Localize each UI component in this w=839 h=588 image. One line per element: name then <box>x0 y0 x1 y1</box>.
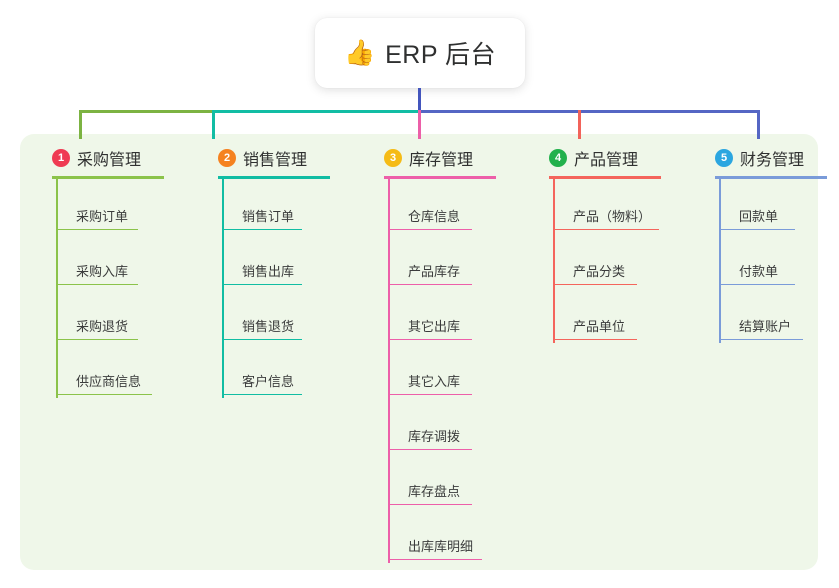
list-item-underline <box>388 283 472 285</box>
list-item-label: 产品库存 <box>408 264 461 279</box>
list-item-label: 其它出库 <box>408 319 461 334</box>
list-item-underline <box>388 448 472 450</box>
column-stem <box>388 178 390 563</box>
list-item-underline <box>222 393 302 395</box>
badge-number-icon: 1 <box>52 149 70 167</box>
badge-number-icon: 3 <box>384 149 402 167</box>
list-item-label: 供应商信息 <box>76 374 142 389</box>
column-underline <box>549 176 661 179</box>
list-item-underline <box>56 338 138 340</box>
list-item-underline <box>222 283 302 285</box>
connector-bus-mid <box>213 110 419 113</box>
column-underline <box>384 176 496 179</box>
column-2: 2 销售管理销售订单销售出库销售退货客户信息 <box>200 146 330 398</box>
connector-drop-4 <box>578 110 581 139</box>
list-item-underline <box>222 338 302 340</box>
list-item-underline <box>388 558 482 560</box>
list-item-label: 采购退货 <box>76 319 129 334</box>
list-item-label: 产品分类 <box>573 264 626 279</box>
list-item-label: 其它入库 <box>408 374 461 389</box>
column-stem <box>222 178 224 398</box>
column-1: 1 采购管理采购订单采购入库采购退货供应商信息 <box>34 146 164 398</box>
column-title: 库存管理 <box>409 152 474 169</box>
list-item-underline <box>56 393 152 395</box>
list-item-underline <box>388 338 472 340</box>
list-item-underline <box>719 283 795 285</box>
column-underline <box>715 176 827 179</box>
list-item-label: 客户信息 <box>242 374 295 389</box>
list-item-label: 回款单 <box>739 209 779 224</box>
column-5: 5 财务管理回款单付款单结算账户 <box>697 146 827 343</box>
list-item-underline <box>56 283 138 285</box>
connector-bus-left <box>79 110 213 113</box>
connector-bus-right <box>419 110 760 113</box>
list-item-label: 仓库信息 <box>408 209 461 224</box>
root-title: ERP 后台 <box>385 41 497 69</box>
column-header-5[interactable]: 5 财务管理 <box>715 146 804 170</box>
list-item-label: 库存盘点 <box>408 484 461 499</box>
list-item-underline <box>553 228 659 230</box>
column-4: 4 产品管理产品（物料） 产品分类产品单位 <box>531 146 661 343</box>
connector-drop-1 <box>79 110 82 139</box>
badge-number-icon: 4 <box>549 149 567 167</box>
column-title: 财务管理 <box>740 152 805 169</box>
column-title: 采购管理 <box>77 152 142 169</box>
diagram-panel <box>20 134 818 570</box>
list-item-underline <box>388 228 472 230</box>
column-stem <box>56 178 58 398</box>
column-underline <box>218 176 330 179</box>
column-3: 3 库存管理仓库信息产品库存其它出库其它入库库存调拨库存盘点出库库明细 <box>366 146 496 563</box>
list-item-label: 销售退货 <box>242 319 295 334</box>
list-item-underline <box>719 228 795 230</box>
connector-drop-3 <box>418 110 421 139</box>
list-item-label: 销售出库 <box>242 264 295 279</box>
column-stem <box>553 178 555 343</box>
list-item-underline <box>388 503 472 505</box>
list-item-underline <box>553 338 637 340</box>
list-item-label: 出库库明细 <box>408 539 474 554</box>
column-header-1[interactable]: 1 采购管理 <box>52 146 141 170</box>
list-item-label: 采购入库 <box>76 264 129 279</box>
list-item-underline <box>553 283 637 285</box>
column-header-2[interactable]: 2 销售管理 <box>218 146 307 170</box>
list-item-label: 采购订单 <box>76 209 129 224</box>
list-item-label: 产品单位 <box>573 319 626 334</box>
column-title: 销售管理 <box>243 152 308 169</box>
badge-number-icon: 5 <box>715 149 733 167</box>
list-item-underline <box>719 338 803 340</box>
list-item-label: 库存调拨 <box>408 429 461 444</box>
column-stem <box>719 178 721 343</box>
list-item-underline <box>388 393 472 395</box>
column-title: 产品管理 <box>574 152 639 169</box>
list-item-underline <box>222 228 302 230</box>
column-underline <box>52 176 164 179</box>
badge-number-icon: 2 <box>218 149 236 167</box>
list-item-underline <box>56 228 138 230</box>
connector-drop-5 <box>757 110 760 139</box>
list-item-label: 销售订单 <box>242 209 295 224</box>
list-item-label: 产品（物料） <box>573 209 652 224</box>
connector-drop-2 <box>212 110 215 139</box>
list-item-label: 结算账户 <box>739 319 792 334</box>
column-header-3[interactable]: 3 库存管理 <box>384 146 473 170</box>
column-header-4[interactable]: 4 产品管理 <box>549 146 638 170</box>
root-node[interactable]: 👍 ERP 后台 <box>315 18 525 88</box>
list-item-label: 付款单 <box>739 264 779 279</box>
connector-root-stem <box>418 88 421 111</box>
thumbs-up-icon: 👍 <box>343 38 376 67</box>
